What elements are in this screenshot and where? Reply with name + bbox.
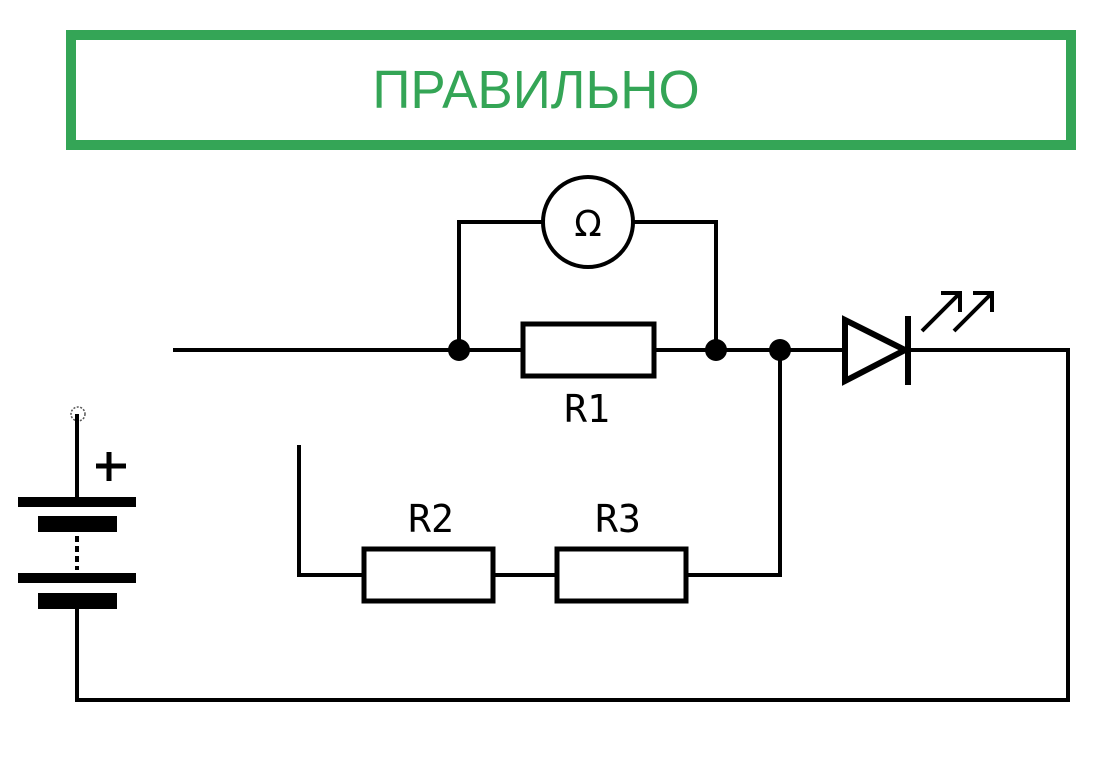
junction-node — [705, 339, 727, 361]
battery — [18, 406, 136, 702]
resistor-r3-body — [554, 546, 689, 604]
ohm-symbol-icon: Ω — [574, 204, 602, 245]
ohmmeter: Ω — [541, 175, 635, 269]
battery-plate-short — [38, 593, 117, 609]
resistor-r3: R3 — [554, 497, 689, 604]
light-emission-arrows-icon — [920, 291, 994, 333]
resistor-r2: R2 — [361, 497, 496, 604]
resistor-r1-body — [520, 321, 657, 379]
resistor-r2-label: R2 — [408, 497, 454, 541]
correct-banner: ПРАВИЛЬНО — [66, 30, 1076, 150]
resistor-r3-label: R3 — [595, 497, 641, 541]
ohmmeter-circle — [541, 175, 635, 269]
resistor-r2-body — [361, 546, 496, 604]
resistor-r1-label: R1 — [564, 387, 610, 431]
plus-icon — [96, 452, 126, 481]
resistor-r1: R1 — [520, 321, 657, 431]
battery-plate-short — [38, 516, 117, 532]
battery-plate-long — [18, 573, 136, 583]
series-branch: R2 R3 — [297, 348, 782, 604]
battery-plate-long — [18, 497, 136, 507]
ohmmeter-branch: Ω — [457, 175, 718, 352]
diode-triangle-icon — [842, 315, 912, 386]
junction-node — [448, 339, 470, 361]
main-wire — [75, 348, 1070, 702]
led — [842, 291, 994, 386]
banner-text: ПРАВИЛЬНО — [372, 60, 700, 120]
